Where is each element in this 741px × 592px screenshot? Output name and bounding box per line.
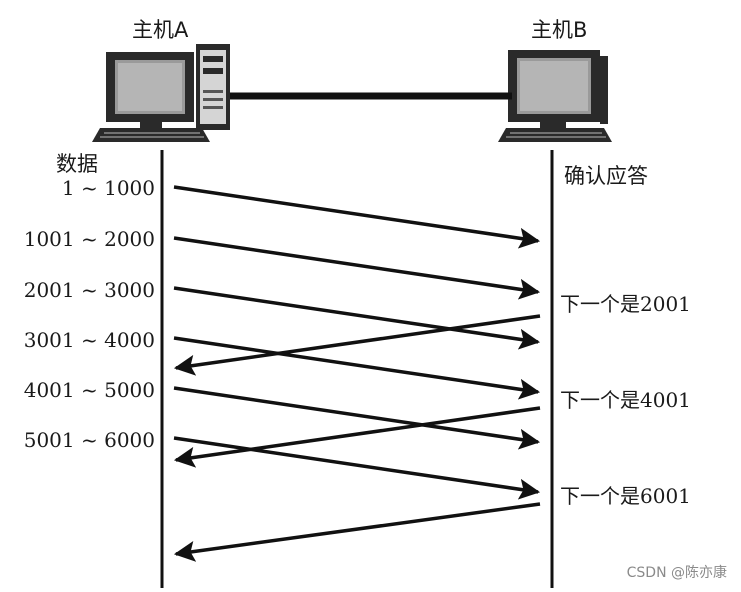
segment-label: 1001 ~ 2000: [23, 227, 155, 251]
segment-arrow-5: [173, 386, 541, 450]
segment-arrow-3: [173, 286, 541, 350]
segment-label: 3001 ~ 4000: [23, 328, 155, 352]
watermark: CSDN @陈亦康: [626, 565, 727, 581]
host-b-label: 主机B: [531, 18, 588, 42]
segment-arrow-4: [173, 336, 541, 400]
ack-arrow-3: [173, 502, 541, 562]
segment-arrow-6: [173, 436, 541, 500]
ack-label: 下一个是6001: [560, 484, 691, 508]
segment-label: 1 ~ 1000: [61, 176, 155, 200]
host-a-computer-icon: [92, 44, 230, 142]
host-b-computer-icon: [498, 50, 612, 142]
host-a-label: 主机A: [132, 18, 189, 42]
ack-arrow-1: [173, 314, 541, 376]
segment-arrow-2: [173, 236, 541, 300]
ack-arrow-2: [173, 406, 541, 468]
ack-label: 下一个是2001: [560, 292, 691, 316]
segment-arrow-1: [173, 185, 541, 249]
ack-label: 下一个是4001: [560, 388, 691, 412]
segment-label: 4001 ~ 5000: [23, 378, 155, 402]
ack-header: 确认应答: [564, 164, 648, 188]
segment-label: 2001 ~ 3000: [23, 278, 155, 302]
data-header: 数据: [56, 152, 98, 176]
segment-label: 5001 ~ 6000: [23, 428, 155, 452]
